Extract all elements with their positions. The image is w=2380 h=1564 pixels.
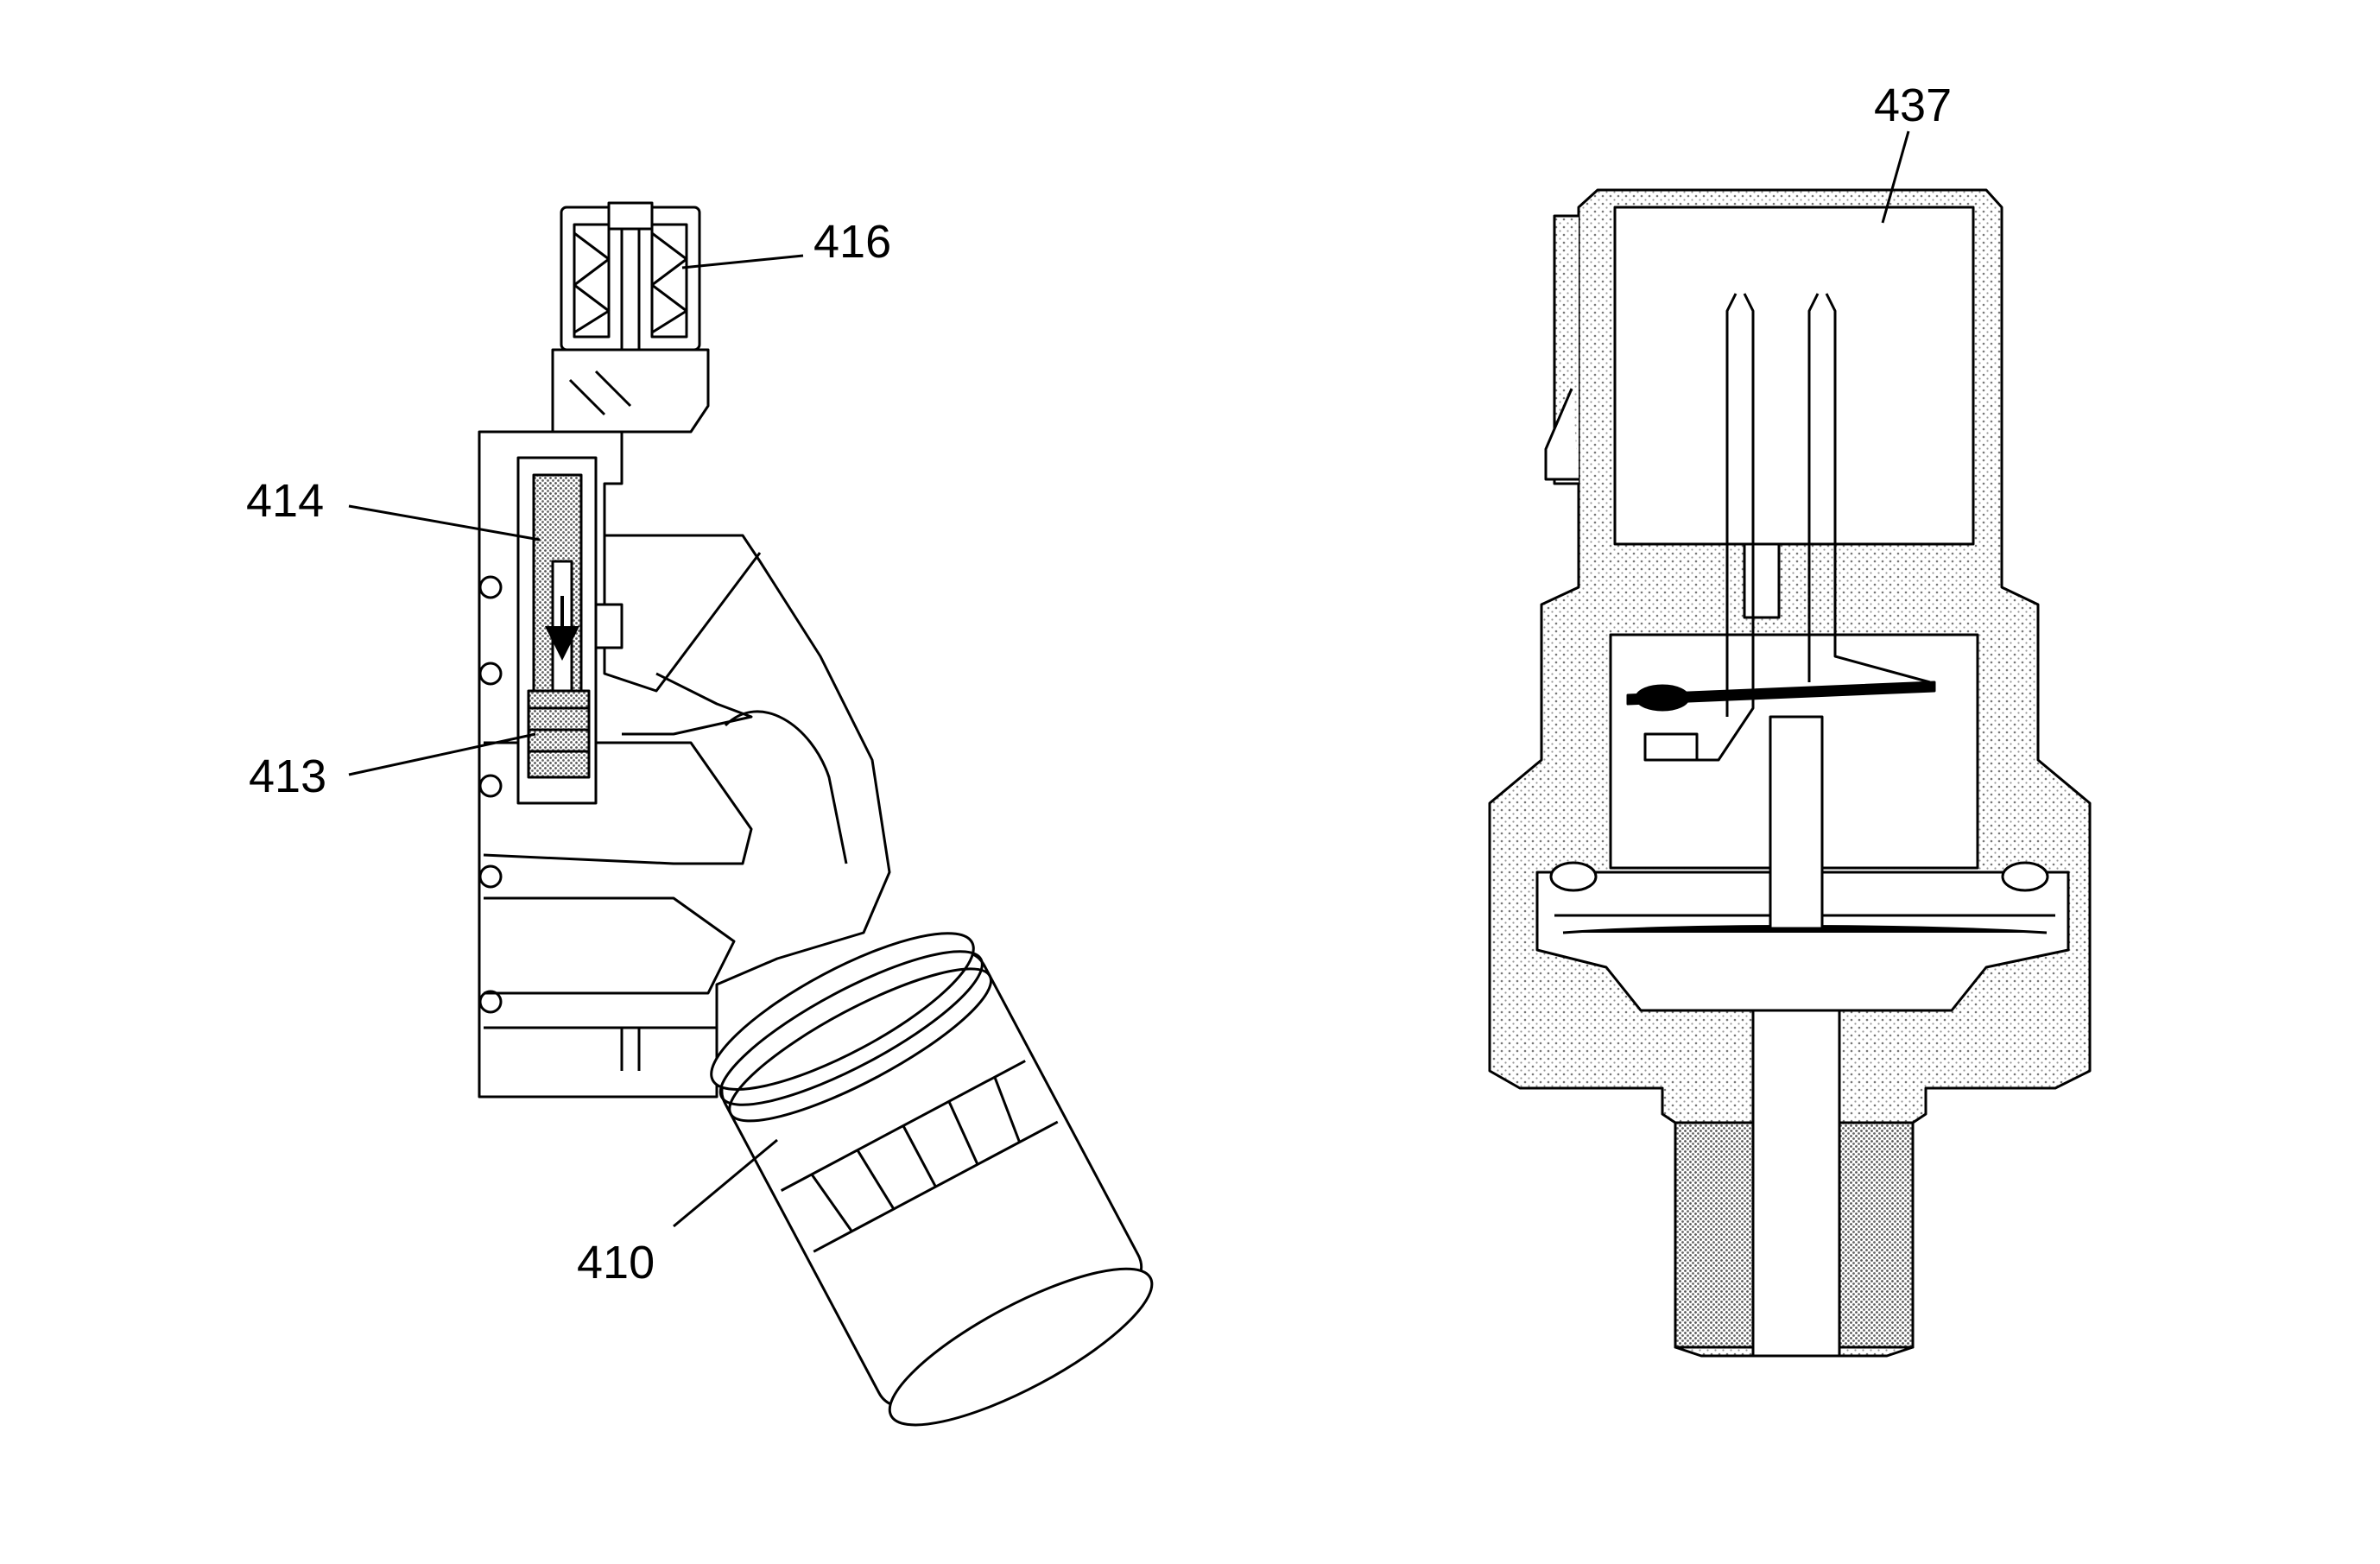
callout-416: 416 [813, 216, 891, 268]
callout-414: 414 [246, 475, 324, 527]
oil-filter-adapter-assembly [478, 201, 1154, 1427]
oil-filter-410 [710, 932, 1154, 1427]
leader-413 [348, 732, 536, 776]
solenoid-416 [551, 201, 710, 434]
callout-410: 410 [577, 1237, 655, 1289]
valve-bore [516, 456, 623, 805]
leader-437 [1881, 130, 1910, 224]
callout-437: 437 [1874, 79, 1952, 131]
leader-lines [348, 130, 1910, 1228]
oil-pressure-switch-437 [1488, 188, 2092, 1358]
leader-410 [673, 1138, 778, 1228]
leader-414 [348, 504, 541, 541]
callout-413: 413 [249, 750, 326, 802]
leader-416 [681, 254, 804, 269]
